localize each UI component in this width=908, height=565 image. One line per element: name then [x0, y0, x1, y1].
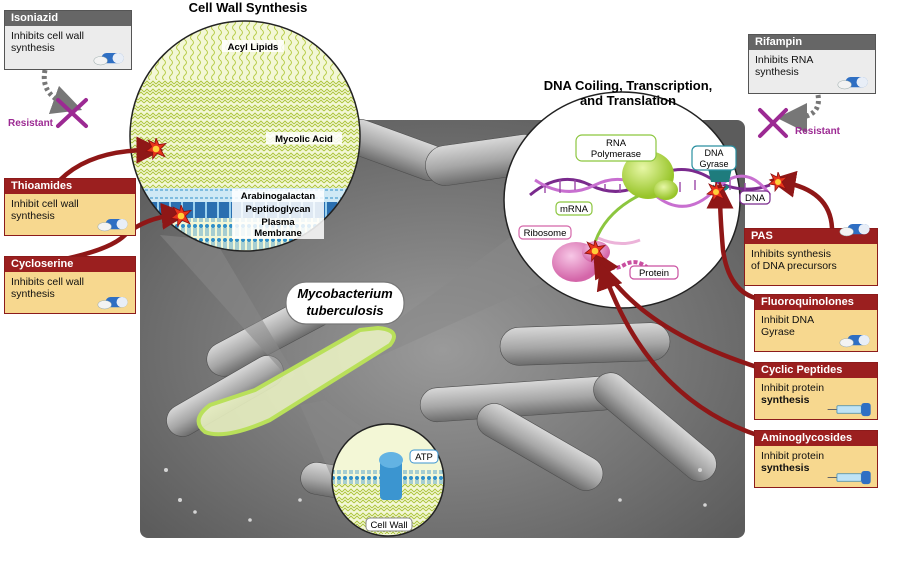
drug-name-fluoroquinolones: Fluoroquinolones: [755, 295, 877, 310]
syringe-icon: [827, 470, 875, 485]
cell-wall-text: Cell Wall: [370, 520, 407, 531]
cycloserine-line2: synthesis: [11, 288, 55, 300]
drug-name-rifampin: Rifampin: [749, 35, 875, 50]
layer-label-acyl-lipids: Acyl Lipids: [222, 40, 284, 53]
label-arabinogalactan: Arabinogalactan: [241, 191, 316, 202]
title-dna-line1: DNA Coiling, Transcription,: [544, 78, 713, 93]
drug-box-pas: PAS Inhibits synthesis of DNA precursors: [744, 228, 878, 286]
rna-polymerase-line1: RNA: [606, 138, 627, 149]
drug-name-aminoglycosides: Aminoglycosides: [755, 431, 877, 446]
aminoglycosides-line2: synthesis: [761, 462, 810, 474]
isoniazid-resistant-arrow: [41, 69, 88, 128]
label-peptidoglycan: Peptidoglycan: [246, 204, 311, 215]
isoniazid-line1: Inhibits cell wall: [11, 30, 84, 42]
rifampin-line1: Inhibits RNA: [755, 54, 814, 66]
bacterium-label: Mycobacterium tuberculosis: [285, 281, 405, 325]
drug-box-cycloserine: Cycloserine Inhibits cell wall synthesis: [4, 256, 136, 314]
aminoglycosides-line1: Inhibit protein: [761, 450, 825, 462]
label-dna: DNA: [739, 190, 771, 205]
mrna-text: mRNA: [560, 204, 589, 215]
drug-box-thioamides: Thioamides Inhibit cell wall synthesis: [4, 178, 136, 236]
bacterium-name-line1: Mycobacterium: [297, 286, 393, 301]
pill-icon: [837, 76, 871, 90]
ribosome-text: Ribosome: [524, 228, 567, 239]
drug-name-cyclic-peptides: Cyclic Peptides: [755, 363, 877, 378]
resistant-label-isoniazid: Resistant: [8, 118, 54, 129]
rifampin-resistant-arrow: [758, 94, 821, 138]
highlighted-bacterium: [196, 325, 396, 437]
pill-icon: [97, 218, 131, 232]
drug-name-isoniazid: Isoniazid: [5, 11, 131, 26]
label-mycolic-acid: Mycolic Acid: [275, 134, 333, 145]
isoniazid-line2: synthesis: [11, 42, 55, 54]
syringe-icon: [827, 402, 875, 417]
label-rna-polymerase: RNA Polymerase: [575, 134, 657, 162]
rifampin-line2: synthesis: [755, 66, 799, 78]
layer-label-stack: Arabinogalactan Peptidoglycan Plasma Mem…: [232, 189, 324, 239]
label-protein: Protein: [629, 265, 679, 280]
pas-line2: of DNA precursors: [751, 260, 837, 272]
thioamides-line1: Inhibit cell wall: [11, 198, 79, 210]
drug-box-fluoroquinolones: Fluoroquinolones Inhibit DNA Gyrase: [754, 294, 878, 352]
title-dna-line2: and Translation: [580, 93, 676, 108]
label-dna-gyrase: DNA Gyrase: [691, 145, 737, 171]
resistant-label-rifampin: Resistant: [795, 126, 841, 137]
pas-line1: Inhibits synthesis: [751, 248, 831, 260]
pill-icon: [839, 223, 873, 237]
fluoroquinolones-line2: Gyrase: [761, 326, 795, 338]
drug-box-rifampin: Rifampin Inhibits RNA synthesis: [748, 34, 876, 94]
cyclic-peptides-line1: Inhibit protein: [761, 382, 825, 394]
dna-zoom-circle: RNA Polymerase DNA Gyrase mRNA Ribosome …: [503, 91, 772, 309]
fluoroquinolones-line1: Inhibit DNA: [761, 314, 815, 326]
cycloserine-line1: Inhibits cell wall: [11, 276, 84, 288]
drug-action-arrows: [57, 136, 835, 439]
bacterium-name-line2: tuberculosis: [306, 303, 383, 318]
pill-icon: [93, 52, 127, 66]
layer-label-mycolic-acid: Mycolic Acid: [266, 132, 342, 145]
drug-box-aminoglycosides: Aminoglycosides Inhibit protein synthesi…: [754, 430, 878, 488]
dna-gyrase-line1: DNA: [704, 148, 723, 158]
dna-text: DNA: [745, 193, 766, 204]
drug-name-thioamides: Thioamides: [5, 179, 135, 194]
pill-icon: [97, 296, 131, 310]
drug-name-cycloserine: Cycloserine: [5, 257, 135, 272]
protein-text: Protein: [639, 268, 669, 279]
dna-gyrase-line2: Gyrase: [699, 159, 728, 169]
cyclic-peptides-line2: synthesis: [761, 394, 810, 406]
atp-text: ATP: [415, 452, 433, 463]
thioamides-line2: synthesis: [11, 210, 55, 222]
label-plasma-line1: Plasma: [261, 217, 295, 228]
drug-box-cyclic-peptides: Cyclic Peptides Inhibit protein synthesi…: [754, 362, 878, 420]
drug-box-isoniazid: Isoniazid Inhibits cell wall synthesis: [4, 10, 132, 70]
rna-polymerase-line2: Polymerase: [591, 149, 641, 160]
label-ribosome: Ribosome: [518, 225, 572, 240]
zoom-wedge-dna: [350, 230, 545, 365]
label-acyl-lipids: Acyl Lipids: [228, 42, 279, 53]
label-plasma-line2: Membrane: [254, 228, 302, 239]
label-mrna: mRNA: [555, 201, 593, 216]
title-cell-wall-synthesis: Cell Wall Synthesis: [189, 0, 308, 15]
pill-icon: [839, 334, 873, 348]
zoom-wedge-cell-wall: [160, 235, 295, 380]
